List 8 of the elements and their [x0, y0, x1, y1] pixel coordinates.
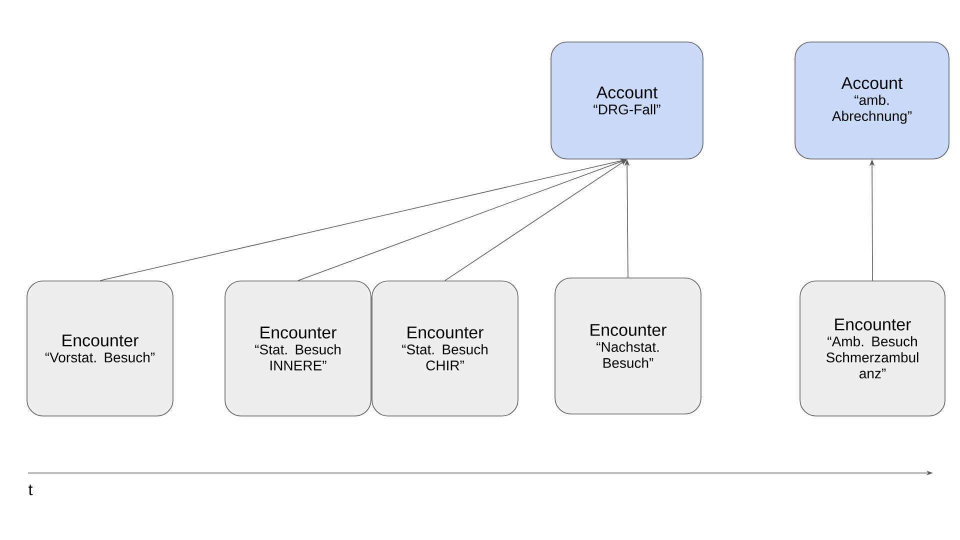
- encounter-box: Encounter “Amb. Besuch Schmerzambul anz”: [800, 280, 946, 416]
- account-box: Account “DRG-Fall”: [550, 42, 704, 160]
- encounter-box: Encounter “Stat. Besuch INNERE”: [224, 280, 372, 416]
- encounter-box: Encounter “Vorstat. Besuch”: [26, 280, 174, 416]
- encounter-box: Encounter “Stat. Besuch CHIR”: [372, 280, 518, 416]
- account-box: Account “amb. Abrechnung”: [794, 42, 950, 160]
- axis-label: t: [28, 484, 33, 496]
- encounter-box: Encounter “Nachstat. Besuch”: [554, 278, 702, 414]
